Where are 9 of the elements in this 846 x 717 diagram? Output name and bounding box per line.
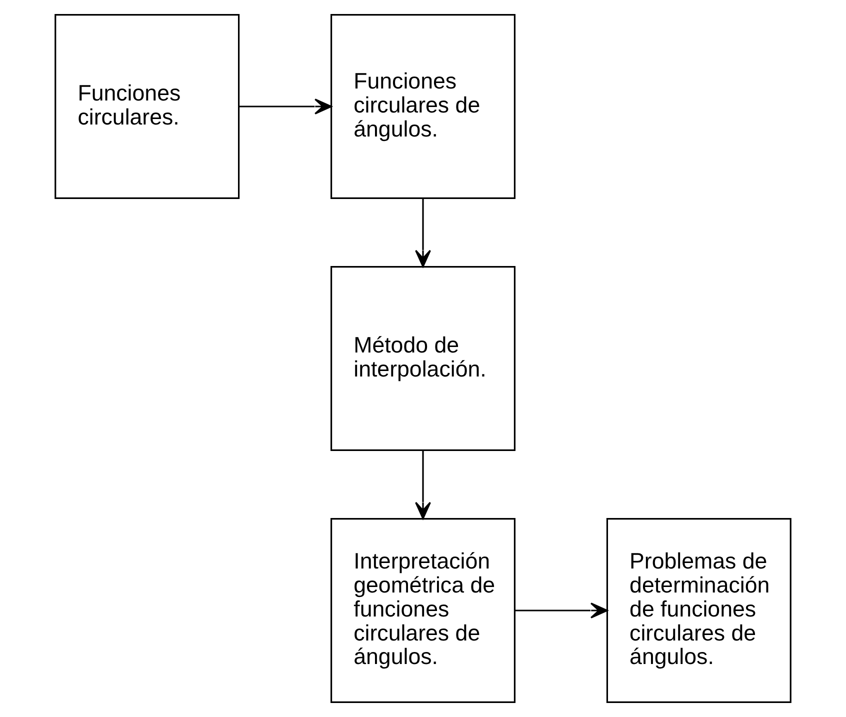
arrow bbox=[415, 450, 431, 520]
arrow bbox=[515, 602, 608, 618]
node-box: Funciones circulares. bbox=[54, 14, 240, 200]
arrow bbox=[415, 198, 431, 268]
node-box: Problemas de determinación de funciones circulares de ángulos. bbox=[606, 518, 792, 703]
node-box: Funciones circulares de ángulos. bbox=[330, 14, 516, 200]
arrow bbox=[239, 98, 332, 114]
node-box: Interpretación geométrica de funciones circulares de ángulos. bbox=[330, 518, 516, 703]
node-box: Método de interpolación. bbox=[330, 266, 516, 451]
